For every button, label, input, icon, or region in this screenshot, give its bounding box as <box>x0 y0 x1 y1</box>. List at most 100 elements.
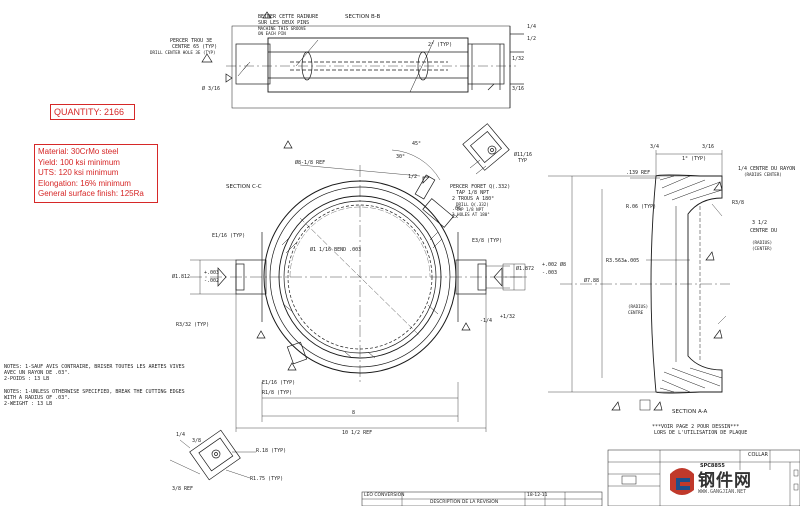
b-angle: 2° (TYP) <box>428 42 453 48</box>
uts-line: UTS: 120 ksi minimum <box>38 168 119 177</box>
quantity-box: QUANTITY: 2166 <box>50 104 135 120</box>
c-drill-fr: PERCER FORET Q(.332) <box>450 184 511 190</box>
a-center-label: (CENTER) <box>752 246 773 251</box>
a-dia-788: Ø7.88 <box>584 278 600 284</box>
a-3-1-2: 3 1/2 <box>752 220 768 226</box>
c-left-tol-minus: -.002 <box>204 278 220 284</box>
c-right-dia: Ø1.872 <box>516 266 535 272</box>
section-c-view <box>190 140 530 432</box>
revision-description-label: DESCRIPTION DE LA REVISION <box>430 500 499 505</box>
centre-fr-label: CENTRE 65 (TYP) <box>172 44 218 50</box>
revision-date: 18-12-11 <box>527 493 548 498</box>
c-r3-32: R3/32 (TYP) <box>176 322 210 328</box>
c-ref-dia: Ø8-1/8 REF <box>295 160 326 166</box>
drill-fr-label: PERCER TROU 3E <box>170 38 213 44</box>
c-length-8: 8 <box>352 410 356 416</box>
c-drill-en: DRILL Q(.332) <box>456 202 489 207</box>
c-right-tol-minus: -.003 <box>542 270 558 276</box>
c-holes-fr: 2 TROUS A 180° <box>452 196 495 202</box>
b-dim-1-32: 1/32 <box>512 56 525 62</box>
a-centre-label-2: CENTRE <box>628 310 644 315</box>
c-r1-8: R1/8 (TYP) <box>262 390 293 396</box>
b-dia: Ø 3/16 <box>202 86 221 92</box>
section-b-view <box>201 11 524 109</box>
title-block <box>361 449 800 506</box>
note-line: NOTES: 1-SAUF AVIS CONTRAIRE, BRISER TOU… <box>4 364 185 370</box>
a-radius-centre-fr: 1/4 CENTRE DU RAYON <box>738 166 796 172</box>
c-holes-en: 2 HOLES AT 180° <box>452 212 490 217</box>
a-dia-8: Ø8 <box>560 262 567 268</box>
surface-finish-line: General surface finish: 125Ra <box>38 189 144 198</box>
section-a-title: SECTION A-A <box>672 409 708 415</box>
material-spec-box: Material: 30CrMo steel Yield: 100 ksi mi… <box>34 144 158 203</box>
pin-3-8-ref: 3/8 REF <box>172 486 194 492</box>
plate-usage-note: LORS DE L'UTILISATION DE PLAQUE <box>654 430 748 436</box>
a-radius-label-2: (RADIUS) <box>628 304 649 309</box>
section-b-title: SECTION B-B <box>345 14 381 20</box>
c-06: .06 <box>452 206 462 212</box>
section-c-title: SECTION C-C <box>226 184 262 190</box>
pin-1-4: 1/4 <box>176 432 186 438</box>
groove-en-label: MACHINE THIS GROOVE <box>258 26 306 31</box>
note-line: NOTES: 1-UNLESS OTHERWISE SPECIFIED, BRE… <box>4 388 185 395</box>
c-2x: 2x <box>452 214 459 220</box>
note-line: WITH A RADIUS OF .03". <box>4 394 71 401</box>
c-minus-1-4: -1/4 <box>480 318 493 324</box>
c-plus-1-32: +1/32 <box>500 314 516 320</box>
c-bore-dia: Ø1 1/16 BEND .003 <box>310 247 362 253</box>
c-right-radius: E3/8 (TYP) <box>472 238 503 244</box>
see-page-2-note: ***VOIR PAGE 2 POUR DESSIN*** <box>652 424 740 430</box>
elongation-line: Elongation: 16% minimum <box>38 178 131 188</box>
groove-en2-label: ON EACH PIN <box>258 31 286 36</box>
note-line: 2-WEIGHT : 13 LB <box>4 401 53 408</box>
groove-fr-label: BEINER CETTE RAINURE <box>258 14 319 20</box>
a-radius-centre-en: (RADIUS CENTER) <box>744 172 782 177</box>
pin-3-8: 3/8 <box>192 438 202 444</box>
watermark-logo-icon <box>670 468 694 495</box>
revision-col-label: LEO CONVERSION <box>364 493 405 498</box>
a-r3-8: R3/8 <box>732 200 745 206</box>
a-3-16: 3/16 <box>702 144 715 150</box>
b-dim-3-16: 3/16 <box>512 86 525 92</box>
groove-fr2-label: SUR LES DEUX PINS <box>258 20 310 26</box>
c-overall-length: 10 1/2 REF <box>342 430 373 436</box>
part-name: COLLAR <box>748 452 769 458</box>
yield-line: Yield: 100 ksi minimum <box>38 157 120 167</box>
a-radius-label: (RADIUS) <box>752 240 773 245</box>
c-angle-45: 45° <box>412 141 422 147</box>
pin-detail-view <box>169 429 256 481</box>
quantity-text: QUANTITY: 2166 <box>54 107 125 117</box>
pin-inset-view <box>462 123 510 175</box>
note-line: 2-POIDS : 13 LB <box>4 376 50 383</box>
pin-r175: R1.75 (TYP) <box>250 476 284 482</box>
c-right-tol-plus: +.002 <box>542 262 558 268</box>
a-3-4: 3/4 <box>650 144 660 150</box>
section-a-view <box>548 150 730 411</box>
b-dim-1-2: 1/2 <box>527 36 537 42</box>
watermark-url: WWW.GANGJIAN.NET <box>698 489 747 495</box>
c-angle-30: 30° <box>396 154 406 160</box>
c-half: 1/2 <box>408 174 418 180</box>
c-left-radius: E1/16 (TYP) <box>212 233 246 239</box>
part-code: SPC8855 <box>700 463 725 469</box>
b-dim-1-4: 1/4 <box>527 24 537 30</box>
notes-block: NOTES: 1-SAUF AVIS CONTRAIRE, BRISER TOU… <box>4 364 185 407</box>
drill-en-label: DRILL CENTER HOLE 3E (TYP) <box>150 50 216 55</box>
a-r3563: R3.563±.005 <box>606 258 640 264</box>
c-left-dia: Ø1.812 <box>172 274 191 280</box>
a-139-ref: .139 REF <box>626 170 651 176</box>
c-dia-typ: TYP <box>518 158 528 164</box>
c-tap-en: TAP 1/8 NPT <box>456 207 484 212</box>
note-line: AVEC UN RAYON DE .03". <box>4 370 71 377</box>
watermark-text: 钢件网 <box>698 471 752 491</box>
pin-r18: R.18 (TYP) <box>256 448 287 454</box>
c-r1-16: E1/16 (TYP) <box>262 380 296 386</box>
c-dia-11-16: Ø11/16 <box>514 152 533 158</box>
material-line: Material: 30CrMo steel <box>38 147 119 156</box>
a-r06-typ: R.06 (TYP) <box>626 204 657 210</box>
a-centre-du: CENTRE DU <box>750 228 778 234</box>
c-tap-fr: TAP 1/8 NPT <box>456 190 490 196</box>
c-left-tol-plus: +.003 <box>204 270 220 276</box>
a-angle-typ: 1° (TYP) <box>682 156 707 162</box>
